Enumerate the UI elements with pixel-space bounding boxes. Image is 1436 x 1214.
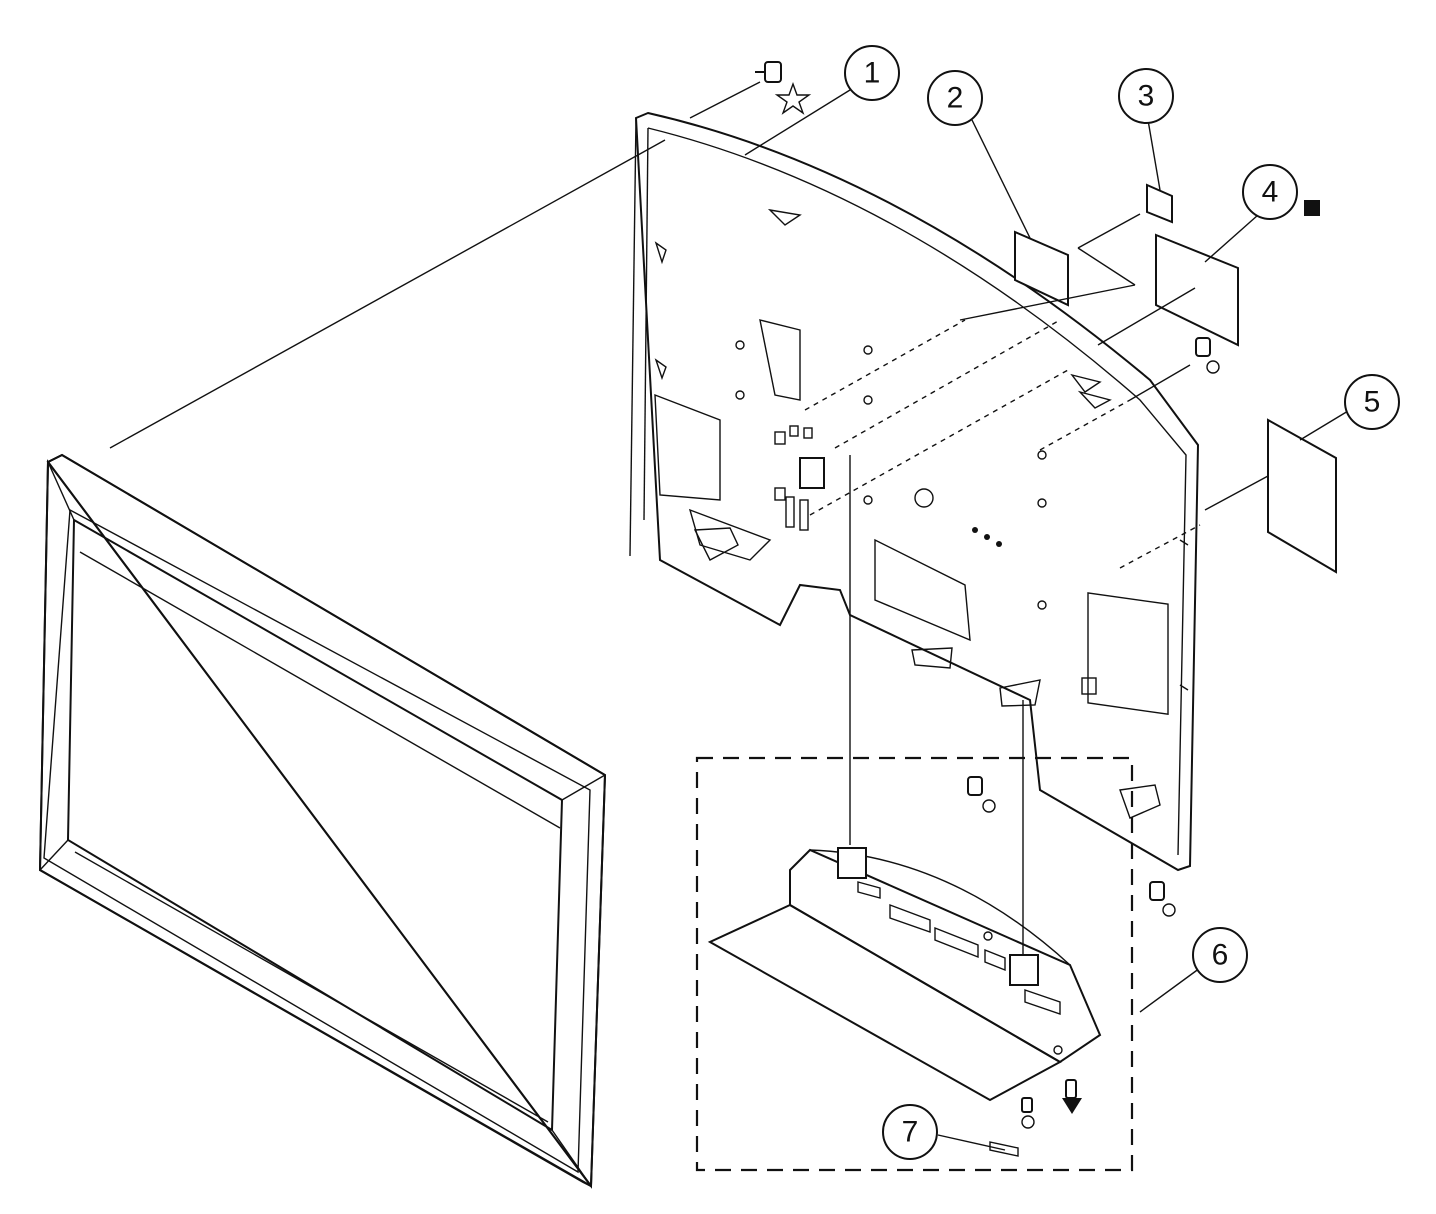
- clip-part-3: [1146, 183, 1173, 224]
- callout-2-label: 2: [947, 82, 964, 115]
- filled-square-icon: [1304, 200, 1320, 216]
- label-sheet-2: [1014, 230, 1069, 307]
- callout-3: 3: [1118, 68, 1174, 124]
- callout-3-label: 3: [1138, 80, 1155, 113]
- callout-leaders: [744, 89, 1359, 1151]
- leader-lines: [689, 81, 1269, 955]
- label-sheet-4: [1155, 233, 1239, 347]
- callout-7-label: 7: [902, 1116, 919, 1149]
- front-bezel: [38, 453, 607, 1189]
- callout-5-label: 5: [1364, 386, 1381, 419]
- label-sheet-5: [1267, 418, 1337, 574]
- alignment-line: [109, 139, 666, 449]
- rear-cover: [629, 111, 1200, 872]
- star-outline-icon: [774, 81, 812, 115]
- screw-stand-left: [967, 776, 996, 813]
- screw-top: [755, 61, 782, 83]
- callout-4: 4: [1242, 164, 1298, 220]
- stand-assembly: [695, 756, 1134, 1172]
- callout-1: 1: [844, 45, 900, 101]
- callout-5: 5: [1344, 374, 1400, 430]
- screw-stand-right: [1149, 881, 1176, 917]
- callout-6-label: 6: [1212, 939, 1229, 972]
- filled-triangle-icon: [1062, 1098, 1082, 1114]
- callout-4-label: 4: [1262, 176, 1279, 209]
- callout-6: 6: [1192, 927, 1248, 983]
- callout-2: 2: [927, 70, 983, 126]
- screw-right: [1195, 337, 1220, 374]
- bracket-part-7: [989, 1141, 1019, 1157]
- callout-7: 7: [882, 1104, 938, 1160]
- callout-1-label: 1: [864, 57, 881, 90]
